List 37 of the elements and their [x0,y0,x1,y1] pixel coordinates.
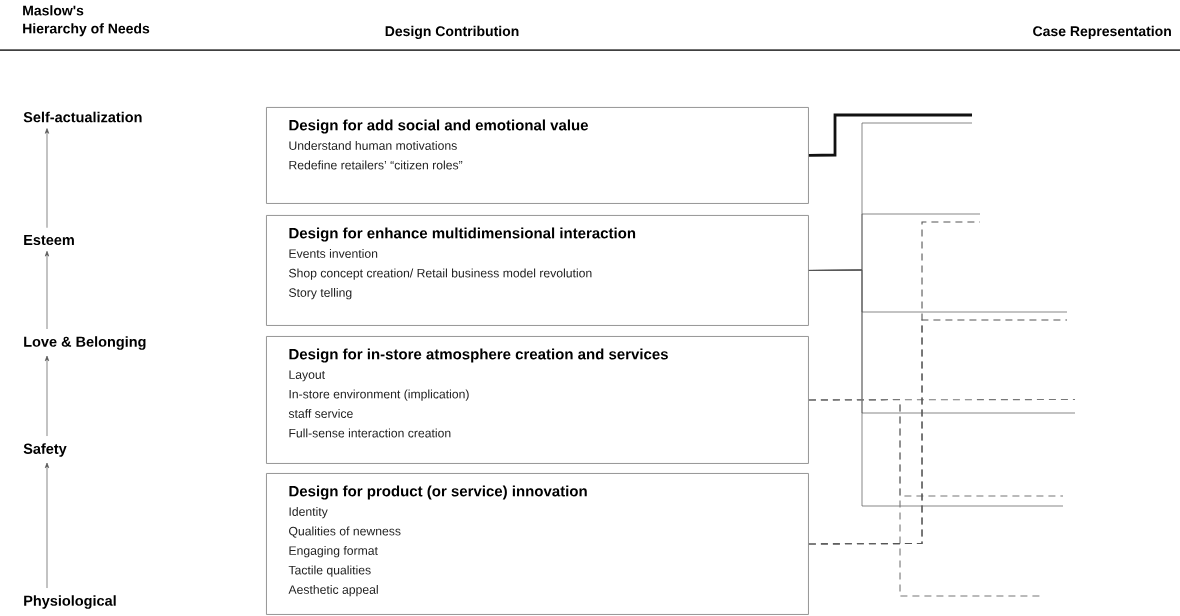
column-heading: Design Contribution [385,25,519,39]
contribution-box [266,107,809,204]
item-text: Events invention [289,249,378,258]
item-text: In-store environment (implication) [289,389,469,401]
item-text: Engaging format [289,546,378,558]
item-text: Full-sense interaction creation [289,428,451,438]
box-heading: Design for product (or service) innovation [289,485,587,500]
box-heading: Design for add social and emotional value [289,119,588,134]
level-label: Self-actualization [23,111,142,123]
connector-line [808,319,1068,545]
level-label: Physiological [24,595,116,609]
contribution-box [266,215,809,326]
column-heading: Case Representation [1033,25,1171,39]
level-label: Safety [23,443,67,457]
connector-line [808,113,972,157]
item-text: Qualities of newness [289,526,401,538]
level-label: Esteem [24,234,74,246]
contribution-box [266,336,809,464]
item-text: Identity [289,507,328,519]
item-text: Tactile qualities [288,565,371,577]
up-arrow [44,128,50,229]
up-arrow [44,462,50,589]
level-label: Love & Belonging [24,336,146,350]
up-arrow [44,355,50,437]
up-arrow [44,250,50,330]
item-text: Aesthetic appeal [288,585,378,597]
column-heading: Maslow's Hierarchy of Needs [23,5,150,37]
contribution-box [266,473,809,615]
item-text: Layout [289,370,325,382]
item-text: Shop concept creation/ Retail business model revolution [289,268,592,280]
box-heading: Design for enhance multidimensional interaction [289,227,636,242]
item-text: Story telling [289,288,352,300]
connector-line [808,269,1064,507]
box-heading: Design for in-store atmosphere creation and services [289,348,668,363]
item-text: staff service [288,409,353,418]
item-text: Redefine retailers’ “citizen roles” [289,160,463,170]
item-text: Understand human motivations [289,141,457,150]
